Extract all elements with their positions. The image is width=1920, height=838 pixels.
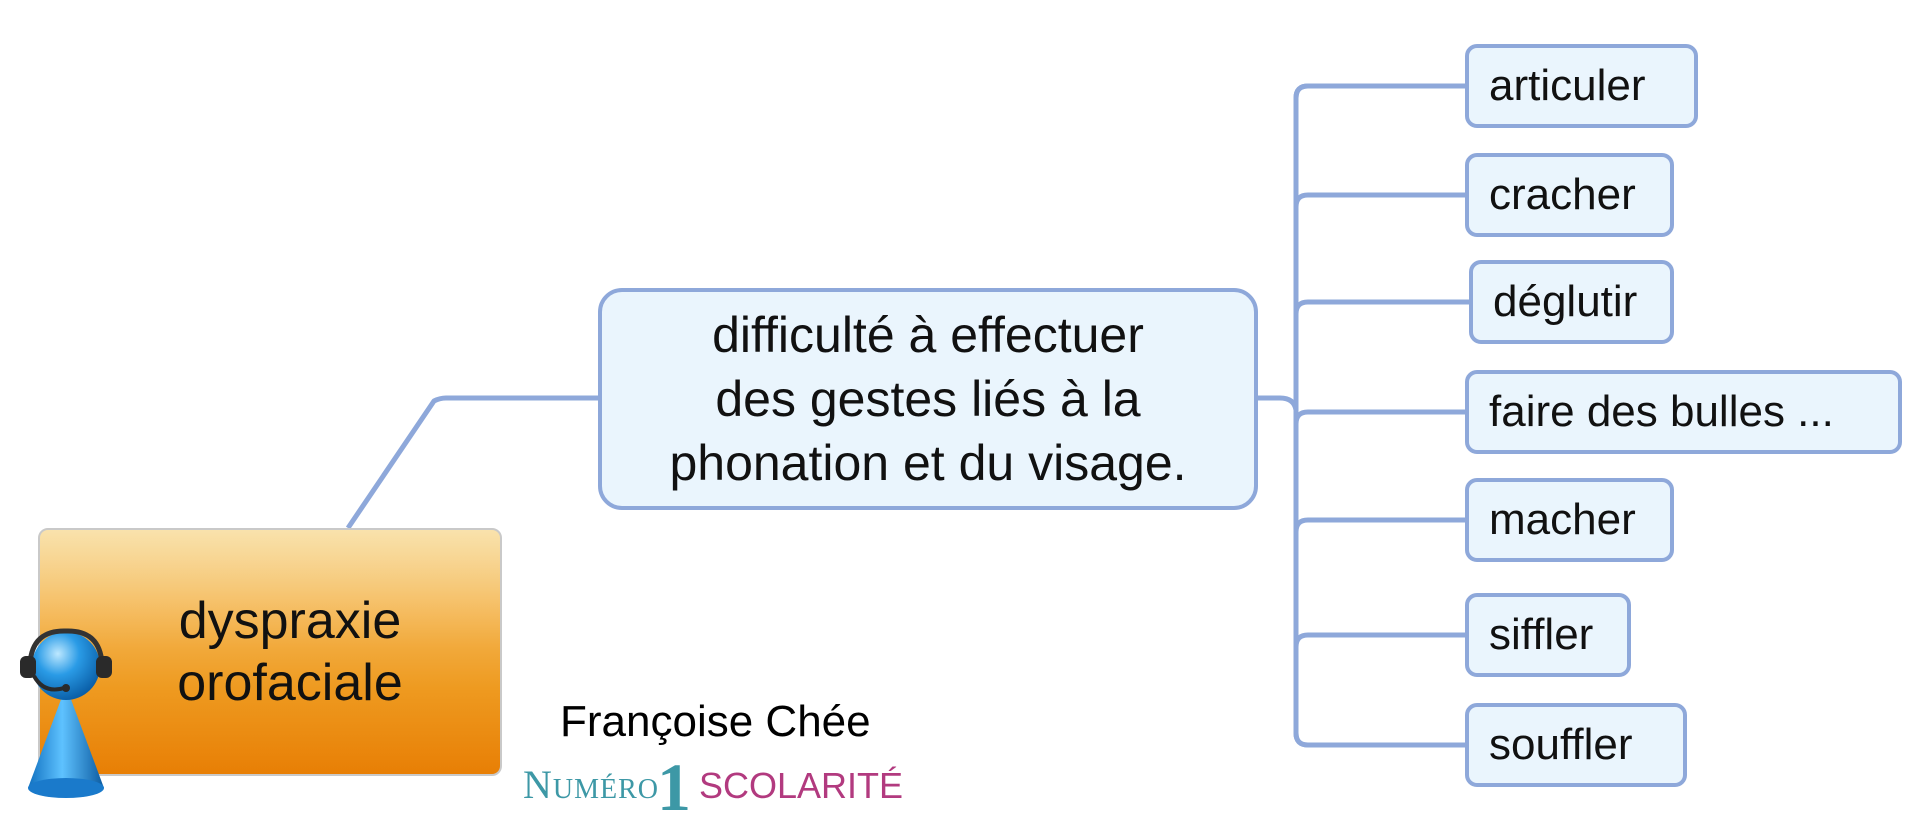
connector-souffler [1293, 732, 1465, 748]
leaf-label: articuler [1489, 61, 1646, 110]
logo-scolarite-text: SCOLARITÉ [699, 765, 904, 806]
leaf-node-faire-des-bulles[interactable]: faire des bulles ... [1465, 370, 1902, 454]
leaf-node-deglutir[interactable]: déglutir [1469, 260, 1674, 344]
connector-macher [1293, 517, 1465, 533]
connector-root-central [345, 395, 598, 530]
leaf-node-cracher[interactable]: cracher [1465, 153, 1674, 237]
leaf-node-siffler[interactable]: siffler [1465, 593, 1631, 677]
central-topic-node[interactable]: difficulté à effectuer des gestes liés à… [598, 288, 1258, 510]
leaf-label: macher [1489, 495, 1636, 544]
logo-one-digit: 1 [657, 749, 692, 825]
connector-branches [1293, 83, 1469, 748]
leaf-label: déglutir [1493, 277, 1638, 326]
user-headset-icon [20, 628, 112, 798]
leaf-label: souffler [1489, 720, 1633, 769]
connector-central-trunk [1258, 395, 1299, 411]
connector-faire-des-bulles [1293, 409, 1465, 425]
leaf-label: faire des bulles ... [1489, 387, 1834, 436]
central-topic-label: difficulté à effectuer des gestes liés à… [669, 307, 1187, 491]
root-node-gloss [40, 530, 500, 648]
leaf-label: cracher [1489, 170, 1636, 219]
numero1-scolarite-logo: Numéro 1 SCOLARITÉ [523, 740, 904, 821]
leaf-node-souffler[interactable]: souffler [1465, 703, 1687, 787]
leaf-node-articuler[interactable]: articuler [1465, 44, 1698, 128]
root-node-label: dyspraxie orofaciale [177, 592, 403, 712]
connector-siffler [1293, 632, 1465, 648]
leaf-node-macher[interactable]: macher [1465, 478, 1674, 562]
connector-articuler [1293, 83, 1465, 99]
root-node[interactable]: dyspraxie orofaciale [38, 528, 502, 776]
author-credit: Françoise Chée [560, 697, 871, 746]
leaf-label: siffler [1489, 610, 1594, 659]
connector-deglutir [1293, 299, 1469, 315]
logo-numero-text: Numéro [523, 762, 660, 807]
connector-cracher [1293, 192, 1465, 208]
